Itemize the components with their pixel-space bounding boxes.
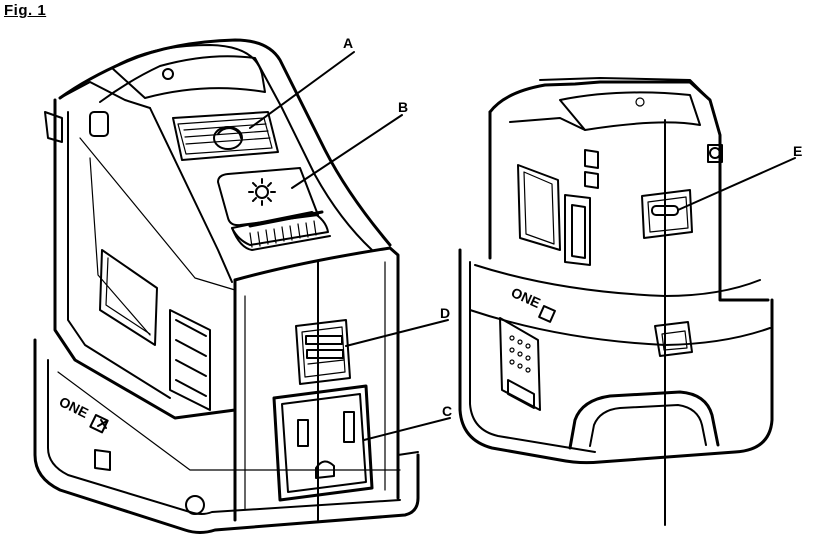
- leader-line-e: [677, 157, 796, 211]
- usb-port: [295, 319, 351, 385]
- leader-line-c: [363, 417, 451, 441]
- leader-line-b: [291, 114, 403, 189]
- callout-label-a: A: [343, 35, 353, 51]
- sun-icon: [248, 178, 276, 206]
- callout-label-b: B: [398, 99, 408, 115]
- svg-text:ONE: ONE: [509, 284, 543, 311]
- figure-title: Fig. 1: [4, 2, 47, 19]
- svg-text:ONE: ONE: [57, 393, 91, 421]
- callout-label-e: E: [793, 143, 802, 159]
- leader-line-a: [249, 51, 355, 129]
- ac-outlet: [272, 384, 374, 502]
- callout-label-d: D: [440, 305, 450, 321]
- callout-leaders: [249, 51, 796, 441]
- left-one-plus-logo: ONE: [57, 393, 109, 434]
- right-device: ONE: [458, 77, 774, 526]
- left-device: ONE: [33, 38, 420, 534]
- leader-line-d: [345, 319, 449, 347]
- dimmer-wheel: [231, 210, 331, 251]
- right-one-plus-logo: ONE: [509, 284, 556, 323]
- usb-c-port: [641, 189, 693, 239]
- callout-label-c: C: [442, 403, 452, 419]
